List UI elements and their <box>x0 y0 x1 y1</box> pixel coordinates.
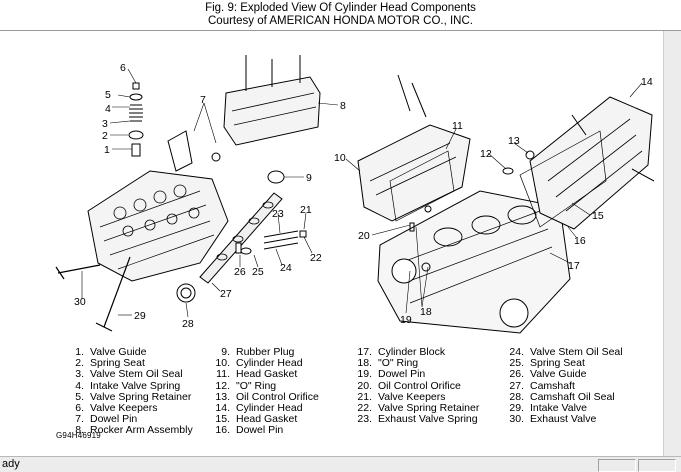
callout-21: 21 <box>300 204 312 216</box>
callout-28: 28 <box>182 318 194 330</box>
figure-code: G94H46919 <box>56 431 101 440</box>
vertical-scrollbar[interactable] <box>663 31 681 456</box>
right-cylinder-head-14 <box>529 96 653 230</box>
legend-item: 15.Head Gasket <box>215 413 298 426</box>
legend-column-4: 24.Valve Stem Oil Seal 25.Spring Seat 26… <box>506 346 623 426</box>
legend-item: 20.Oil Control Orifice <box>357 379 461 392</box>
callout-12: 12 <box>480 148 492 160</box>
legend-item: 8.Rocker Arm Assembly <box>75 424 193 437</box>
legend-item: 25.Spring Seat <box>509 357 585 370</box>
legend-item: 12."O" Ring <box>215 379 277 392</box>
rocker-arm-assembly <box>223 76 321 146</box>
legend-item: 18."O" Ring <box>357 357 419 370</box>
legend-column-1: 1.Valve Guide 2.Spring Seat 3.Valve Stem… <box>66 346 193 437</box>
legend-item: 24.Valve Stem Oil Seal <box>509 346 623 358</box>
legend-item: 14.Cylinder Head <box>215 401 303 414</box>
callout-1: 1 <box>104 144 110 156</box>
callout-18: 18 <box>420 306 432 318</box>
callout-5: 5 <box>105 89 111 101</box>
callout-22: 22 <box>310 252 322 264</box>
callout-11: 11 <box>452 120 463 132</box>
callout-23: 23 <box>272 208 284 220</box>
legend-item: 11.Head Gasket <box>216 368 298 381</box>
callout-10: 10 <box>334 152 346 164</box>
callout-20: 20 <box>358 230 370 242</box>
legend-item: 7.Dowel Pin <box>75 413 138 426</box>
legend-item: 22.Valve Spring Retainer <box>357 401 480 414</box>
callout-13: 13 <box>508 135 520 147</box>
callout-2: 2 <box>102 130 108 142</box>
legend-item: 17.Cylinder Block <box>357 346 446 358</box>
legend-item: 5.Valve Spring Retainer <box>75 390 192 403</box>
callout-27: 27 <box>220 288 232 300</box>
status-panel <box>638 459 676 472</box>
figure-courtesy: Courtesy of AMERICAN HONDA MOTOR CO., IN… <box>208 15 473 27</box>
legend-item: 29.Intake Valve <box>509 401 588 414</box>
callout-3: 3 <box>102 118 108 130</box>
callout-29: 29 <box>134 310 146 322</box>
figure-title-bar: Fig. 9: Exploded View Of Cylinder Head C… <box>0 0 681 31</box>
callout-17: 17 <box>568 260 580 272</box>
legend-item: 16.Dowel Pin <box>215 424 284 437</box>
legend-item: 23.Exhaust Valve Spring <box>357 413 478 426</box>
legend-item: 26.Valve Guide <box>509 368 587 381</box>
callout-19: 19 <box>400 314 412 326</box>
legend-item: 6.Valve Keepers <box>75 401 158 414</box>
cylinder-block <box>377 190 571 334</box>
legend-item: 9.Rubber Plug <box>221 346 295 358</box>
legend-item: 1.Valve Guide <box>75 346 147 358</box>
callout-24: 24 <box>280 262 292 274</box>
callout-6: 6 <box>120 62 126 74</box>
right-cylinder-head-10 <box>357 124 471 222</box>
exploded-view-illustration: 6 5 4 3 2 1 7 8 9 10 11 12 13 14 15 16 1… <box>0 31 660 343</box>
status-panel <box>598 459 636 472</box>
callout-14: 14 <box>641 76 653 88</box>
legend-item: 27.Camshaft <box>509 379 575 392</box>
status-text: ady <box>2 458 20 470</box>
legend-item: 30.Exhaust Valve <box>509 413 597 426</box>
legend-item: 19.Dowel Pin <box>357 368 426 381</box>
callout-30: 30 <box>74 296 86 308</box>
callout-26: 26 <box>234 266 246 278</box>
legend-item: 4.Intake Valve Spring <box>75 379 181 392</box>
status-bar: ady <box>0 456 681 472</box>
legend-column-2: 9.Rubber Plug 10.Cylinder Head 11.Head G… <box>212 346 319 437</box>
callout-7: 7 <box>200 94 206 106</box>
legend-item: 10.Cylinder Head <box>215 357 303 370</box>
left-cylinder-head <box>87 170 229 282</box>
engine-drawing: 6 5 4 3 2 1 7 8 9 10 11 12 13 14 15 16 1… <box>55 55 655 334</box>
callout-15: 15 <box>592 210 604 222</box>
legend-item: 13.Oil Control Orifice <box>215 390 319 403</box>
legend-item: 28.Camshaft Oil Seal <box>509 390 615 403</box>
figure-title: Fig. 9: Exploded View Of Cylinder Head C… <box>205 2 476 14</box>
legend-item: 3.Valve Stem Oil Seal <box>75 368 183 381</box>
legend-column-3: 17.Cylinder Block 18."O" Ring 19.Dowel P… <box>354 346 480 426</box>
legend-item: 2.Spring Seat <box>75 357 145 370</box>
callout-25: 25 <box>252 266 264 278</box>
callout-16: 16 <box>574 235 586 247</box>
legend-item: 21.Valve Keepers <box>357 390 446 403</box>
callout-8: 8 <box>340 100 346 112</box>
callout-9: 9 <box>306 172 312 184</box>
callout-4: 4 <box>105 103 111 115</box>
